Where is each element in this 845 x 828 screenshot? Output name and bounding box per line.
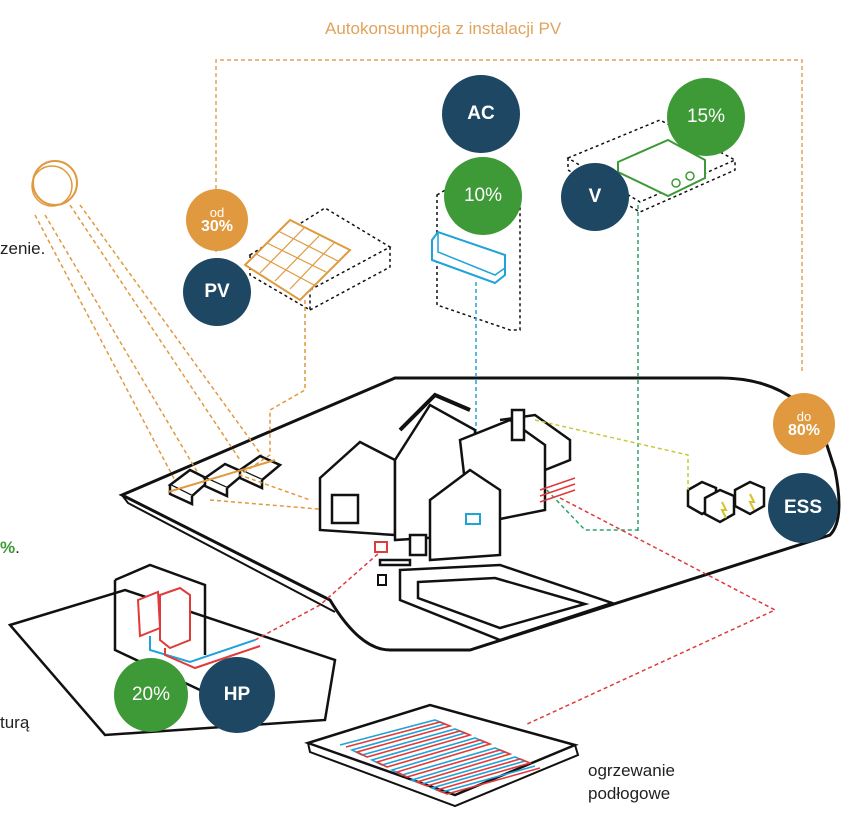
sun-icon	[31, 160, 78, 207]
floor-heating-label-line2: podłogowe	[588, 783, 671, 803]
ac-percent-value: 10%	[463, 185, 503, 206]
pv-share-prefix: od	[209, 204, 225, 220]
house-heating-lines	[539, 477, 576, 503]
hp-percent-badge: 20%	[114, 658, 188, 732]
hp-percent-value: 20%	[131, 684, 171, 705]
floor-heating-panel	[304, 703, 580, 808]
clipped-text-line1: zenie.	[0, 239, 46, 258]
ac-badge: AC	[442, 75, 520, 153]
clipped-text-line2: %.	[0, 538, 20, 558]
clipped-text-line3: turą	[0, 713, 30, 732]
clipped-text-percent: %	[0, 538, 16, 557]
pv-share-badge: od 30%	[186, 189, 248, 251]
pv-panel	[243, 207, 392, 312]
sun-rays	[34, 204, 266, 491]
ess-share-value: 80%	[787, 421, 821, 439]
ventilation-badge-label: V	[588, 186, 602, 207]
ess-badge: ESS	[768, 473, 838, 543]
ventilation-badge: V	[561, 163, 629, 231]
pv-share-value: 30%	[200, 217, 234, 235]
hp-badge: HP	[199, 657, 275, 733]
floor-heating-label: ogrzewanie podłogowe	[588, 760, 675, 806]
ac-percent-badge: 10%	[444, 157, 522, 235]
pool	[398, 563, 616, 642]
ventilation-percent-badge: 15%	[667, 78, 745, 156]
ess-share-badge: do 80%	[773, 393, 835, 455]
ground-collectors	[167, 454, 283, 506]
hp-badge-label: HP	[223, 684, 251, 705]
ess-batteries	[686, 480, 766, 524]
pv-badge-label: PV	[204, 281, 230, 302]
diagram-title: Autokonsumpcja z instalacji PV	[325, 19, 562, 38]
autoconsumption-frame	[215, 59, 803, 372]
ventilation-unit	[566, 119, 737, 213]
ac-badge-label: AC	[467, 103, 495, 124]
ventilation-percent-value: 15%	[686, 106, 726, 127]
pv-badge: PV	[183, 258, 251, 326]
ess-badge-label: ESS	[783, 497, 823, 518]
ess-share-prefix: do	[796, 408, 812, 424]
floor-heating-label-line1: ogrzewanie	[588, 761, 675, 780]
clipped-text-dot: .	[15, 538, 20, 557]
